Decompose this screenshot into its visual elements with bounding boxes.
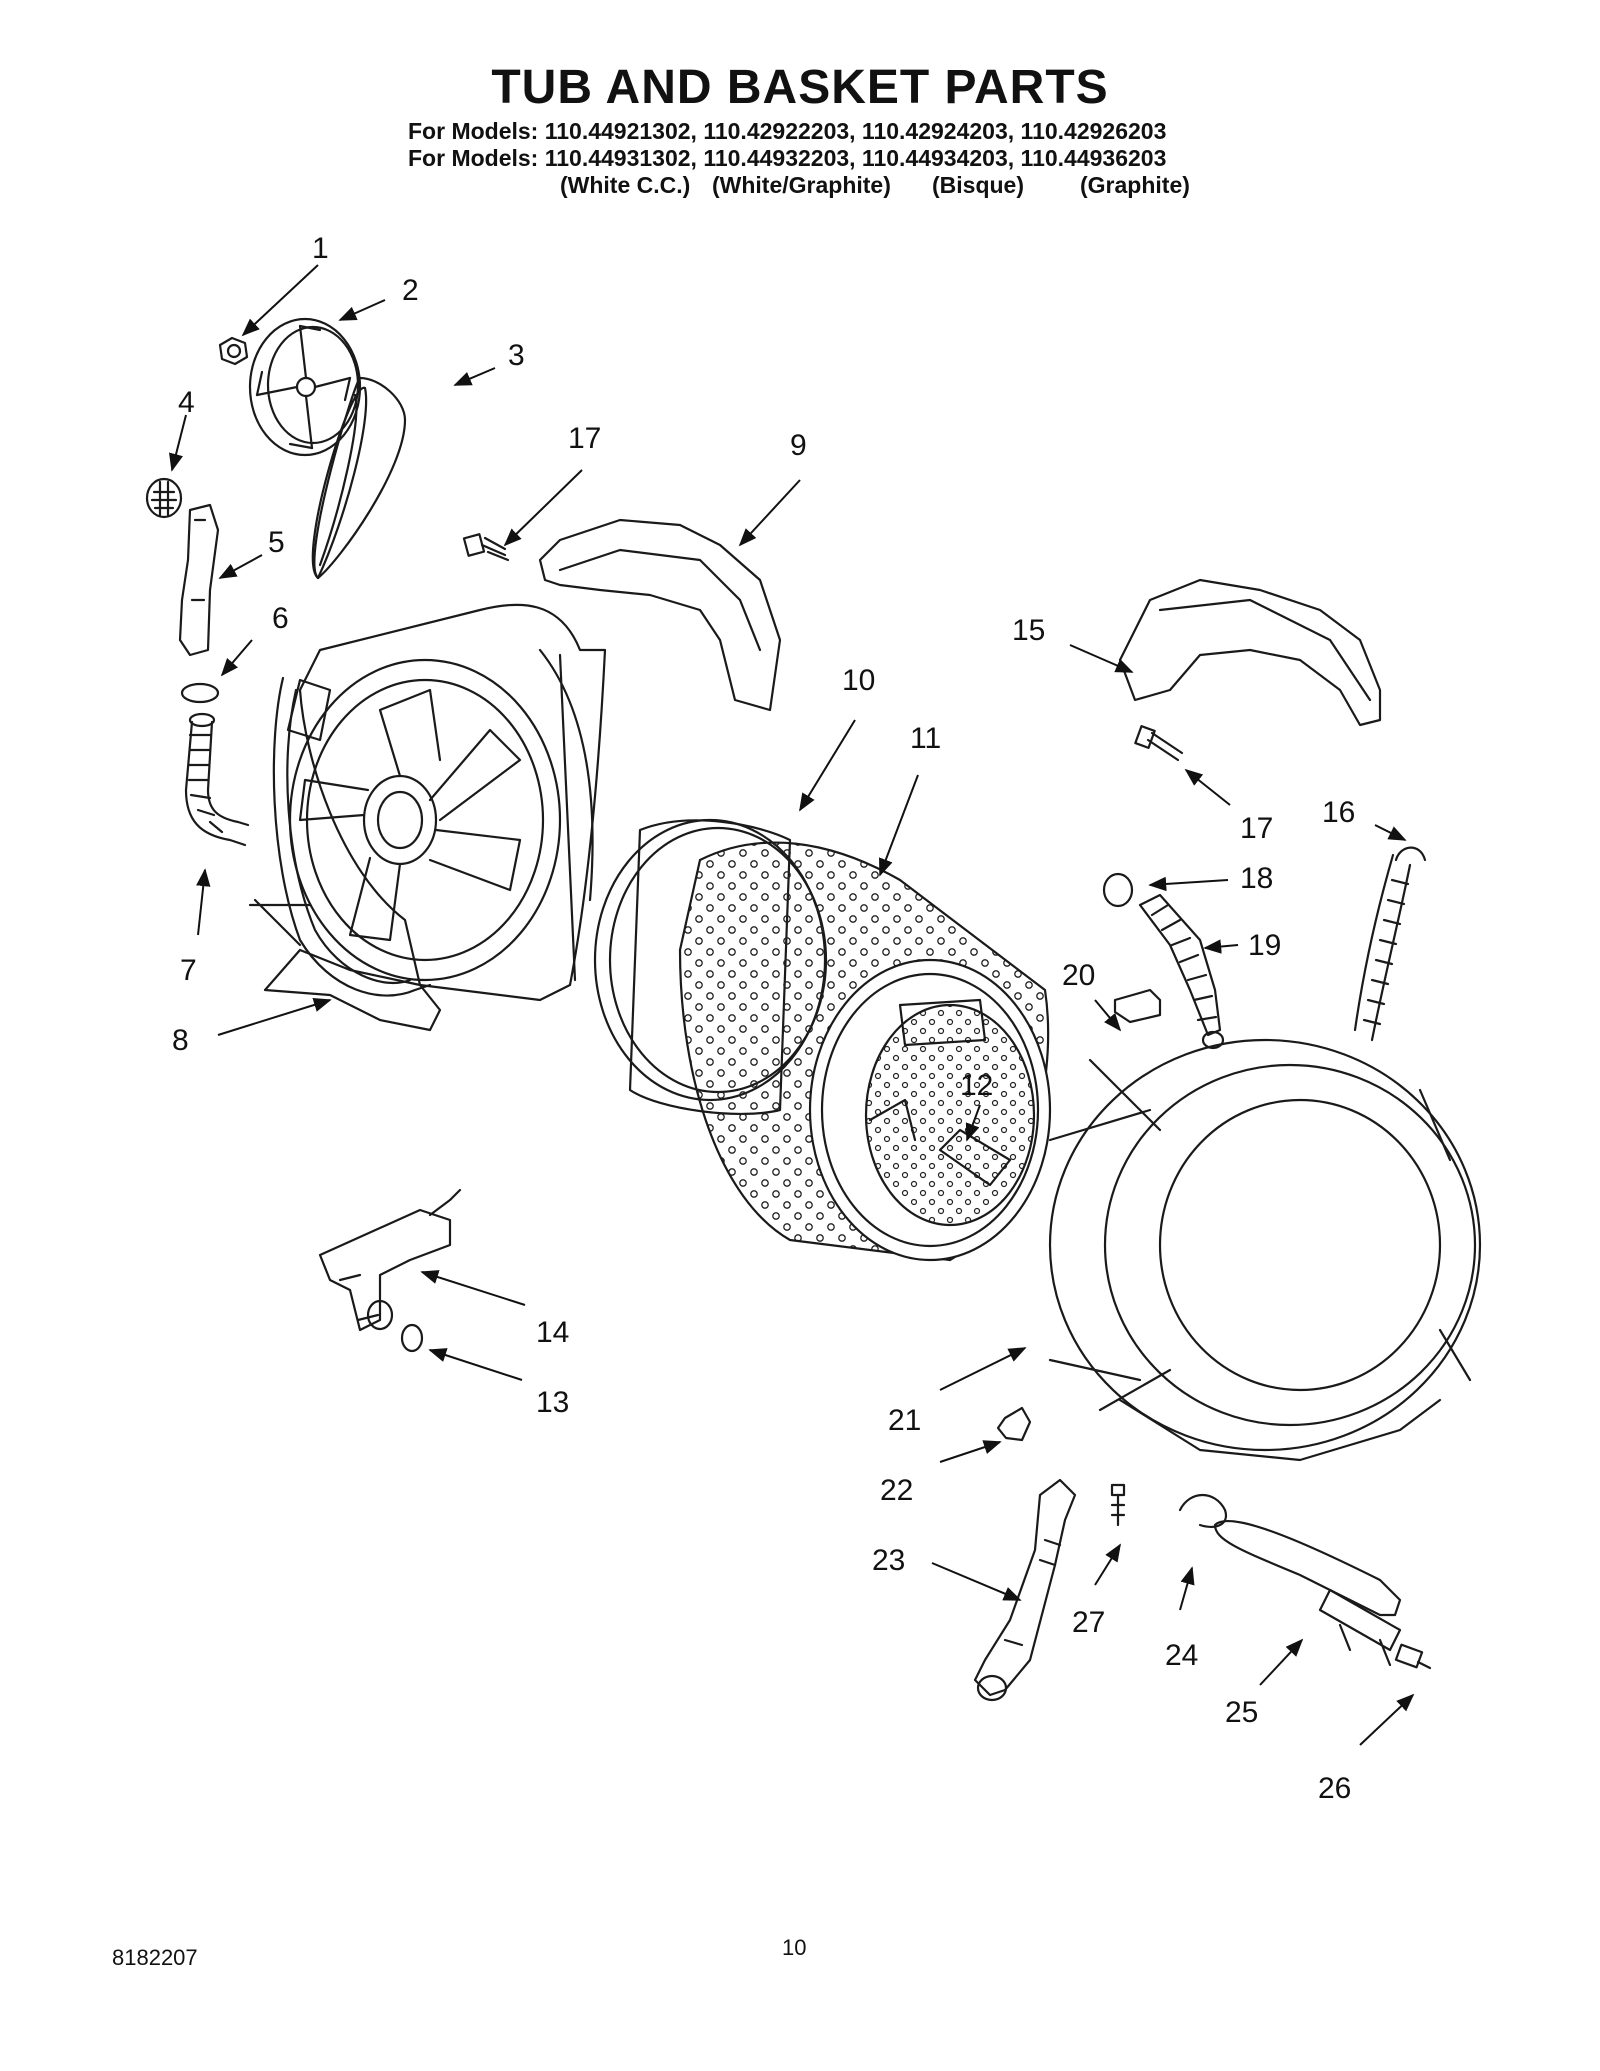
part-21-front-tub [1048, 1038, 1482, 1462]
document-number: 8182207 [112, 1945, 198, 1970]
callout-17-upper: 17 [568, 422, 601, 455]
part-17-screw-a [462, 533, 510, 562]
part-15-shield [1118, 578, 1382, 727]
part-3-belt [311, 386, 368, 580]
part-18-clamp [1102, 872, 1134, 908]
callout-14: 14 [536, 1316, 569, 1349]
callout-27: 27 [1072, 1606, 1105, 1639]
callout-19: 19 [1248, 929, 1281, 962]
color-label-white-cc: (White C.C.) [560, 172, 691, 198]
callout-13: 13 [536, 1386, 569, 1419]
callout-10: 10 [842, 664, 875, 697]
callout-17-lower: 17 [1240, 812, 1273, 845]
callout-20: 20 [1062, 959, 1095, 992]
part-17-screw-b [1134, 725, 1184, 762]
callout-2: 2 [402, 274, 419, 307]
callout-24: 24 [1165, 1639, 1198, 1672]
callout-4: 4 [178, 386, 195, 419]
callout-21: 21 [888, 1404, 921, 1437]
callout-15: 15 [1012, 614, 1045, 647]
part-9-shield [538, 518, 782, 712]
part-7-hose [184, 720, 250, 847]
callout-labels: 1 2 3 4 5 6 7 8 9 10 11 12 13 14 15 16 1… [172, 232, 1355, 1805]
callout-22: 22 [880, 1474, 913, 1507]
color-label-bisque: (Bisque) [932, 172, 1024, 198]
part-26-connector [1394, 1643, 1432, 1670]
part-24-clip [1178, 1494, 1228, 1528]
part-25-heater [1213, 1520, 1402, 1667]
callout-11: 11 [910, 722, 941, 755]
callout-8: 8 [172, 1024, 189, 1057]
part-2-pulley [248, 317, 362, 457]
part-22-gasket [996, 1406, 1032, 1442]
callout-1: 1 [312, 232, 329, 265]
part-11-basket [678, 841, 1052, 1262]
part-16-spring [1353, 846, 1427, 1042]
part-20-clip [1113, 988, 1162, 1024]
callout-7: 7 [180, 954, 197, 987]
callout-18: 18 [1240, 862, 1273, 895]
callout-6: 6 [272, 602, 289, 635]
callout-16: 16 [1322, 796, 1355, 829]
page-title: TUB AND BASKET PARTS [491, 61, 1109, 114]
page-header: TUB AND BASKET PARTS [0, 60, 1600, 115]
model-list: For Models: 110.44921302, 110.42922203, … [408, 118, 1166, 172]
part-6-clamp [180, 682, 220, 704]
page-number: 10 [782, 1935, 807, 1960]
part-19-bellows [1138, 893, 1225, 1050]
model-line-1: For Models: 110.44921302, 110.42922203, … [408, 118, 1167, 144]
part-13-o-ring [400, 1323, 424, 1353]
callout-23: 23 [872, 1544, 905, 1577]
model-line-2: For Models: 110.44931302, 110.44932203, … [408, 145, 1167, 171]
callout-3: 3 [508, 339, 525, 372]
part-8-rear-tub [248, 603, 607, 1032]
callout-5: 5 [268, 526, 285, 559]
callout-12: 12 [960, 1069, 993, 1102]
part-27-screw [1110, 1483, 1126, 1527]
color-label-white-graphite: (White/Graphite) [712, 172, 891, 198]
part-23-shock [973, 1478, 1077, 1702]
part-4-filter [145, 477, 183, 519]
callout-26: 26 [1318, 1772, 1351, 1805]
part-1-nut [218, 336, 249, 366]
color-label-graphite: (Graphite) [1080, 172, 1190, 198]
callout-25: 25 [1225, 1696, 1258, 1729]
part-5-bracket [178, 503, 220, 657]
callout-9: 9 [790, 429, 807, 462]
part-14-sensor [318, 1188, 462, 1332]
